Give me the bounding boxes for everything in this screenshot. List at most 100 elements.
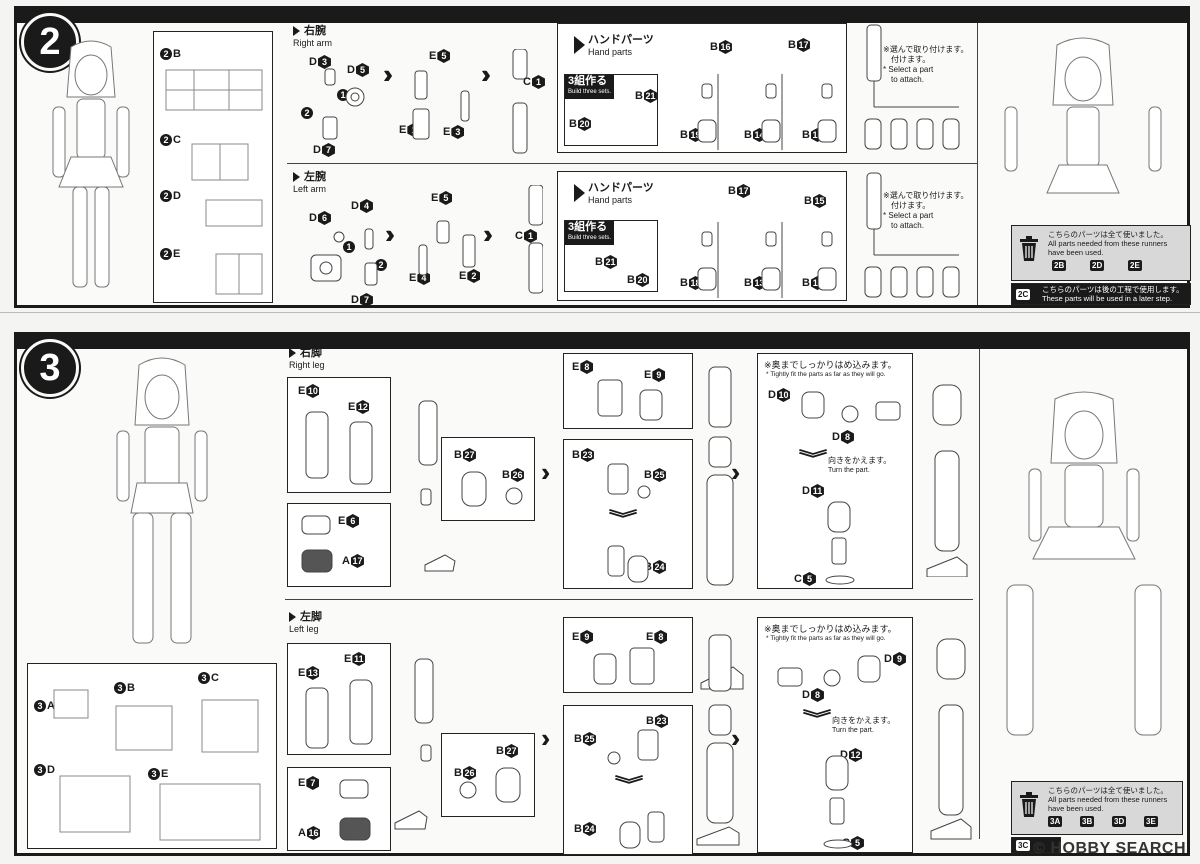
chevron-down-icon: ︾ — [802, 709, 832, 729]
chevron-right-icon: ›› — [731, 723, 743, 753]
runner-tag: 3B — [1080, 816, 1095, 827]
runners-used-box: こちらのパーツは全て使いました。 All parts needed from t… — [1011, 781, 1183, 835]
runner-tag: 2E — [1128, 260, 1142, 271]
runners-used-text-en: All parts needed from these runners — [1048, 795, 1168, 804]
runner-sprue — [53, 689, 261, 841]
runner-tag: 2B — [1052, 260, 1067, 271]
select-note: to attach. — [891, 221, 924, 230]
runners-used-text-jp: こちらのパーツは全て使いました。 — [1048, 230, 1168, 239]
runner-tag: 3C — [1016, 840, 1031, 851]
chevron-right-icon: ›› — [731, 457, 743, 487]
part-drawing — [339, 779, 371, 841]
figure-illustration — [1006, 391, 1162, 736]
watermark: © HOBBY SEARCH — [1033, 840, 1186, 857]
leg-assembly-drawing — [930, 638, 972, 840]
divider — [285, 599, 973, 600]
tight-fit-note-en: * Tightly fit the parts as far as they w… — [766, 635, 886, 642]
step-header-bar — [17, 9, 1187, 23]
chevron-right-icon: ›› — [541, 723, 553, 753]
figure-illustration — [52, 40, 130, 288]
runner-tag: 2C — [1016, 289, 1031, 300]
leg-assembly-drawing — [418, 400, 456, 572]
right-arm-parts-drawing — [322, 49, 528, 154]
chevron-right-icon: ››› — [385, 219, 395, 249]
turn-note-jp: 向きをかえます。 — [828, 456, 892, 465]
assembly-order-mark: 2 — [375, 259, 387, 271]
part-drawing — [597, 379, 663, 421]
turn-note-jp: 向きをかえます。 — [832, 716, 896, 725]
sub-assembly-panel: B23 B25 ︾ B24 — [563, 439, 693, 589]
hand-parts-drawing — [697, 222, 837, 298]
sub-assembly-panel: ※奥までしっかりはめ込みます。 * Tightly fit the parts … — [757, 617, 913, 853]
runner-sprue — [165, 69, 263, 111]
select-note: 付けます。 — [891, 201, 931, 210]
assembly-order-mark: 2 — [301, 107, 313, 119]
part-drawing — [607, 463, 651, 583]
divider — [979, 349, 980, 839]
later-use-text-en: These parts will be used in a later step… — [1042, 294, 1173, 303]
part-drawing — [459, 767, 521, 803]
runner-tag: 3D — [1112, 816, 1127, 827]
leg-assembly-drawing — [700, 366, 744, 690]
leg-assembly-drawing — [394, 658, 434, 830]
left-arm-parts-drawing — [310, 185, 543, 294]
divider — [287, 163, 977, 164]
figure-illustration — [116, 357, 208, 644]
step-header-bar — [17, 335, 1187, 349]
runner-tag: 3E — [1144, 816, 1158, 827]
trash-icon — [1020, 792, 1038, 817]
chevron-right-icon: ››› — [483, 219, 493, 249]
runners-used-text-en: have been used. — [1048, 248, 1104, 257]
